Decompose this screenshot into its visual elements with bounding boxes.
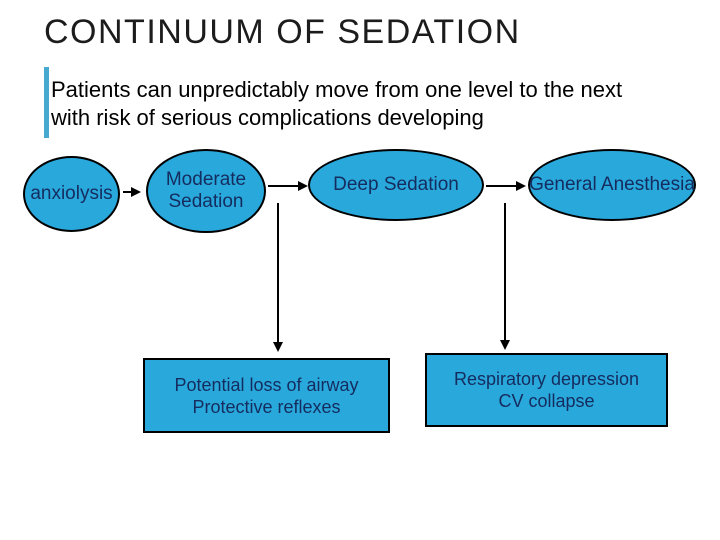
stage-deep-sedation-label: Deep Sedation	[333, 174, 459, 195]
stage-moderate-sedation: Moderate Sedation	[146, 149, 266, 233]
arrow-down-icon	[500, 340, 510, 350]
stage-moderate-sedation-label: Moderate Sedation	[165, 169, 247, 212]
stage-anxiolysis-label: anxiolysis	[30, 183, 113, 204]
warning-respiratory-line-2: CV collapse	[498, 391, 595, 411]
page-title: CONTINUUM OF SEDATION	[44, 13, 521, 51]
connector-down-to-respiratory-box	[504, 203, 506, 341]
warning-airway-line-2: Protective reflexes	[192, 396, 341, 417]
connector-deep-to-general	[486, 185, 519, 187]
warning-airway-line-1: Potential loss of airway	[174, 374, 359, 395]
stage-deep-sedation: Deep Sedation	[308, 149, 484, 221]
arrow-right-icon	[298, 181, 308, 191]
warning-box-airway: Potential loss of airway Protective refl…	[143, 358, 390, 433]
stage-general-anesthesia-label: General Anesthesia	[529, 174, 695, 195]
subtitle: Patients can unpredictably move from one…	[51, 76, 622, 132]
subtitle-line-1: Patients can unpredictably move from one…	[51, 77, 623, 102]
arrow-right-icon	[131, 187, 141, 197]
stage-general-anesthesia: General Anesthesia	[528, 149, 696, 221]
connector-anxiolysis-to-moderate	[123, 191, 133, 193]
subtitle-line-2: with risk of serious complications devel…	[51, 105, 484, 130]
warning-respiratory-line-1: Respiratory depression	[453, 369, 640, 389]
arrow-down-icon	[273, 342, 283, 352]
warning-box-respiratory: Respiratory depression CV collapse	[425, 353, 668, 427]
subtitle-accent-bar	[44, 67, 49, 138]
arrow-right-icon	[516, 181, 526, 191]
connector-down-to-airway-box	[277, 203, 279, 343]
stage-anxiolysis: anxiolysis	[23, 156, 120, 232]
connector-moderate-to-deep	[268, 185, 301, 187]
